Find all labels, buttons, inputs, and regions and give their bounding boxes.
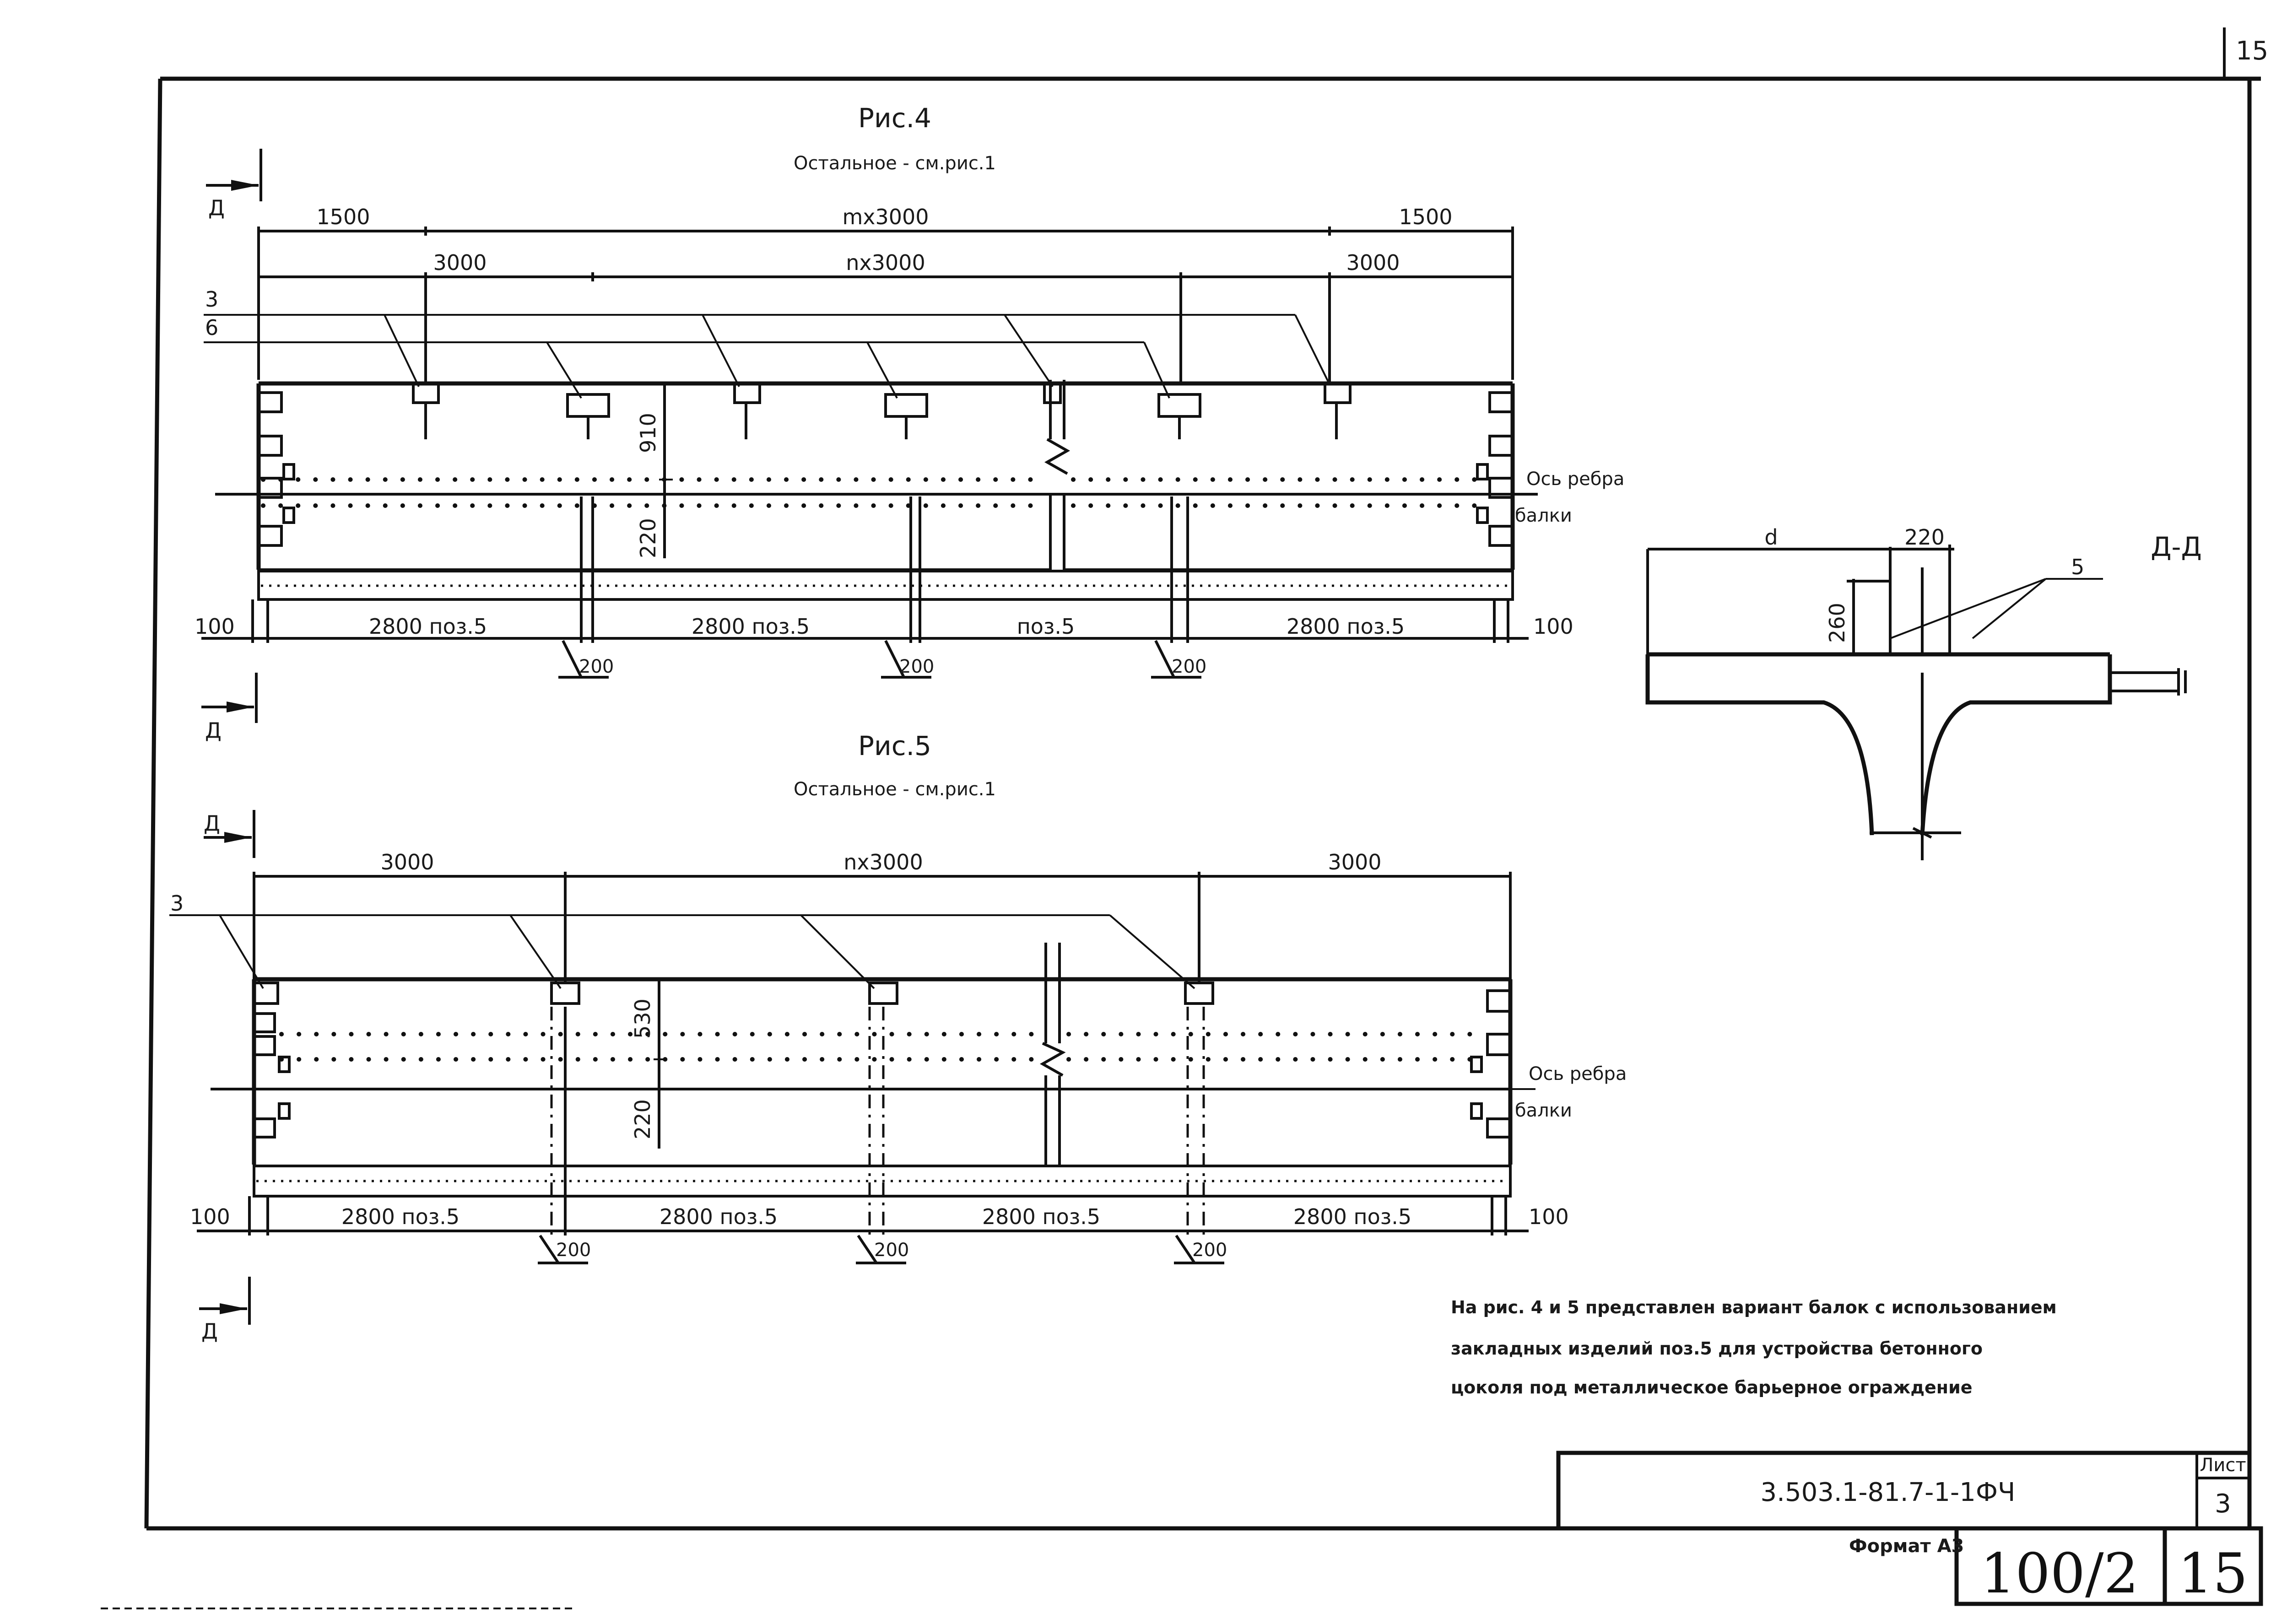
fig5-axis-label-1: Ось ребра [1529, 1063, 1627, 1084]
fig5-dim-2800-3: 2800 поз.5 [982, 1204, 1100, 1229]
fig4-axis-label-1: Ось ребра [1526, 469, 1624, 490]
fig5-embedded-plates [253, 982, 1214, 1005]
fig4-section-letter-top: Д [208, 195, 225, 220]
fig4-dimension-chains [257, 227, 1514, 384]
note-line-2: закладных изделий поз.5 для устройства б… [1451, 1338, 1983, 1359]
fig5-gap-3: 200 [1192, 1240, 1227, 1261]
drawing-frame [101, 27, 2261, 1609]
fig4-dim-top-left: 1500 [316, 205, 370, 229]
section-dim-220: 220 [1904, 525, 1945, 550]
fig5-axis-label-2: балки [1515, 1100, 1572, 1121]
fig4-callout-3: 3 [205, 287, 218, 312]
fig5-gap-2: 200 [874, 1240, 909, 1261]
fig5-dim-2800-4: 2800 поз.5 [1293, 1204, 1411, 1229]
note-line-1: На рис. 4 и 5 представлен вариант балок … [1451, 1297, 2057, 1317]
fig4-gap-1: 200 [579, 656, 614, 677]
section-callout-5: 5 [2071, 555, 2084, 579]
section-d-d: Д-Д [1645, 531, 2202, 860]
fig4-dim-2800-2: 2800 поз.5 [692, 614, 810, 639]
album-number: 100/2 [1980, 1542, 2139, 1606]
fig5-callout-3: 3 [170, 891, 184, 916]
fig5-dim-2800-2: 2800 поз.5 [660, 1204, 778, 1229]
fig5-stud-rows [279, 1032, 1483, 1062]
fig4-dim-poz5: поз.5 [1017, 614, 1075, 639]
sheet-number: 3 [2215, 1489, 2231, 1519]
fig4-stud-rows [261, 477, 1485, 508]
fig5-section-mark-bottom: Д [199, 1277, 251, 1343]
fig5-dim-top-right: 3000 [1328, 850, 1381, 874]
fig4-dim-2800-3: 2800 поз.5 [1287, 614, 1405, 639]
section-dim-d: d [1764, 525, 1778, 550]
fig5-dim-2800-1: 2800 поз.5 [341, 1204, 460, 1229]
fig4-dim-910: 910 [636, 413, 660, 453]
fig4-dim-2800-1: 2800 поз.5 [369, 614, 487, 639]
fig5-bottom-dimension-chain [197, 1196, 1529, 1264]
drawing-note: На рис. 4 и 5 представлен вариант балок … [1451, 1297, 2057, 1397]
fig4-end-blocks [259, 391, 1513, 547]
fig5-vertical-dims [654, 979, 665, 1149]
title-block [1556, 1451, 2263, 1606]
sheet-label: Лист [2200, 1455, 2246, 1476]
fig5-section-mark-top: Д [204, 810, 255, 858]
fig5-gap-1: 200 [556, 1240, 591, 1261]
fig4-dim-100-right: 100 [1533, 614, 1573, 639]
fig5-dim-220: 220 [630, 1099, 655, 1139]
fig5-end-blocks [254, 989, 1510, 1138]
fig4-dim-220: 220 [636, 518, 660, 558]
fig4-axis-label-2: балки [1515, 505, 1572, 526]
fig4-embedded-plates [412, 382, 1352, 439]
fig5-dim-top-left: 3000 [380, 850, 434, 874]
note-line-3: цоколя под металлическое барьерное ограж… [1451, 1377, 1972, 1397]
fig5-dimension-chain [253, 872, 1512, 982]
fig5-section-letter-bottom: Д [201, 1319, 218, 1343]
fig4-gap-3: 200 [1172, 656, 1206, 677]
fig4-subtitle: Остальное - см.рис.1 [794, 153, 996, 174]
fig5-dim-100-right: 100 [1529, 1204, 1569, 1229]
fig4-title: Рис.4 [858, 103, 931, 134]
fig5-dim-100-left: 100 [190, 1204, 230, 1229]
fig4-bottom-dimension-chain [201, 599, 1529, 679]
fig4-callout-6: 6 [205, 315, 218, 340]
fig4-section-mark-bottom: Д [201, 673, 258, 743]
fig4-dim-mid-right: 3000 [1346, 250, 1400, 275]
fig4-callout-leaders [204, 314, 1330, 399]
fig5-subtitle: Остальное - см.рис.1 [794, 779, 996, 800]
fig4-dim-top-right: 1500 [1399, 205, 1452, 229]
fig4-dim-mid-left: 3000 [433, 250, 487, 275]
fig4-gap-2: 200 [899, 656, 934, 677]
fig5-dim-top-middle: nx3000 [843, 850, 923, 874]
figure-5: Рис.5 Остальное - см.рис.1 Д Д 3000 nx30… [169, 730, 1627, 1343]
document-code: 3.503.1-81.7-1-1ФЧ [1761, 1478, 2016, 1507]
format-label: Формат А3 [1849, 1536, 1964, 1557]
fig5-title: Рис.5 [858, 730, 931, 761]
section-title: Д-Д [2151, 531, 2202, 562]
fig4-vertical-dims [659, 383, 673, 558]
section-dim-260: 260 [1825, 603, 1849, 643]
corner-page-number: 15 [2236, 36, 2268, 66]
fig4-section-mark-top: Д [206, 149, 262, 220]
fig4-dim-100-left: 100 [195, 614, 235, 639]
fig4-anchor-band [257, 570, 1514, 601]
fig4-dim-mid-middle: nx3000 [846, 250, 925, 275]
fig5-callout-leaders [169, 914, 1195, 989]
fig5-dim-530: 530 [630, 998, 655, 1039]
fig5-section-letter-top: Д [204, 811, 220, 836]
figure-4: Рис.4 Остальное - см.рис.1 Д Д [195, 103, 1624, 743]
fig4-section-letter-bottom: Д [205, 718, 222, 743]
fig5-anchor-band [253, 1165, 1512, 1198]
fig4-dim-top-middle: mx3000 [842, 205, 929, 229]
page-number: 15 [2178, 1542, 2248, 1606]
